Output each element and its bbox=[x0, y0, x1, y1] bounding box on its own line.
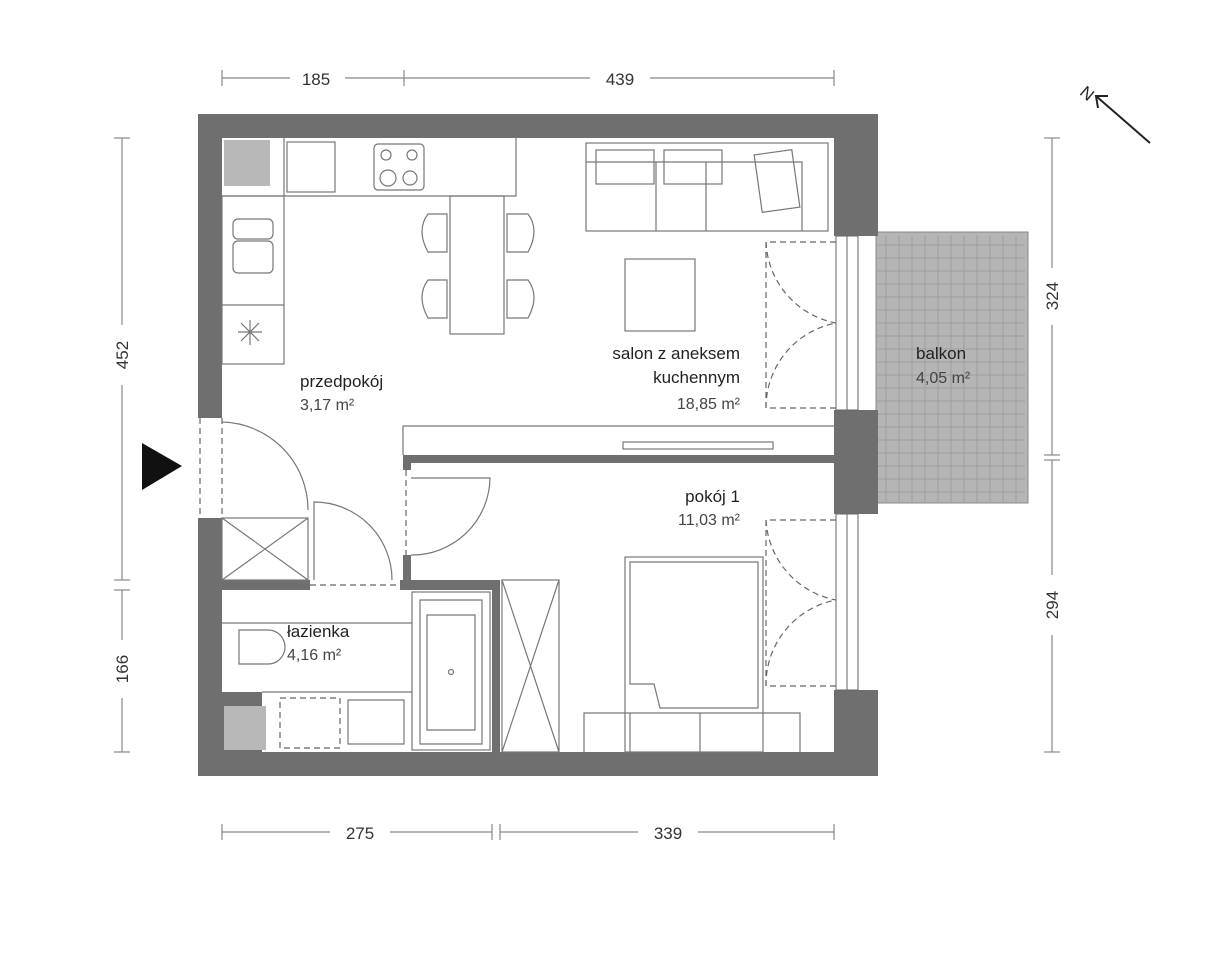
dim-top-1: 185 bbox=[302, 70, 330, 89]
balcony-door bbox=[765, 241, 837, 687]
shaft bbox=[224, 140, 270, 186]
dim-left-1: 452 bbox=[113, 341, 132, 369]
window bbox=[835, 235, 859, 691]
kitchen-furniture bbox=[221, 138, 517, 365]
room-name-balcony: balkon bbox=[916, 344, 966, 363]
dim-right-2: 294 bbox=[1043, 591, 1062, 619]
dim-bottom-2: 339 bbox=[654, 824, 682, 843]
room-name-bedroom: pokój 1 bbox=[685, 487, 740, 506]
room-name-living-2: kuchennym bbox=[653, 368, 740, 387]
dimension-lines bbox=[114, 70, 1060, 840]
dim-bottom-1: 275 bbox=[346, 824, 374, 843]
coffee-table bbox=[624, 258, 696, 332]
sofa bbox=[585, 142, 829, 232]
dim-left-2: 166 bbox=[113, 655, 132, 683]
walls bbox=[198, 114, 878, 776]
room-area-living: 18,85 m² bbox=[677, 396, 741, 413]
room-door bbox=[410, 477, 491, 556]
shaft bbox=[224, 706, 266, 750]
room-name-living: salon z aneksem bbox=[612, 344, 740, 363]
room-name-bathroom: łazienka bbox=[287, 622, 350, 641]
room-area-bedroom: 11,03 m² bbox=[678, 512, 741, 529]
room-area-bathroom: 4,16 m² bbox=[287, 647, 342, 664]
dim-top-2: 439 bbox=[606, 70, 634, 89]
bathroom-fixtures bbox=[222, 591, 491, 751]
dim-right-1: 324 bbox=[1043, 282, 1062, 310]
entrance-door bbox=[199, 418, 309, 518]
room-area-hall: 3,17 m² bbox=[300, 397, 355, 414]
room-area-balcony: 4,05 m² bbox=[916, 370, 971, 387]
balcony bbox=[875, 231, 1029, 504]
wardrobe-salon bbox=[402, 425, 834, 455]
north-label: N bbox=[1076, 82, 1098, 104]
hall-closet bbox=[221, 517, 309, 581]
room-name-hall: przedpokój bbox=[300, 372, 383, 391]
dining-table bbox=[421, 195, 535, 335]
bathroom-door bbox=[313, 501, 393, 581]
bedroom-furniture bbox=[501, 556, 801, 753]
entrance-arrow-icon bbox=[142, 443, 182, 490]
north-arrow-icon bbox=[1094, 95, 1151, 144]
